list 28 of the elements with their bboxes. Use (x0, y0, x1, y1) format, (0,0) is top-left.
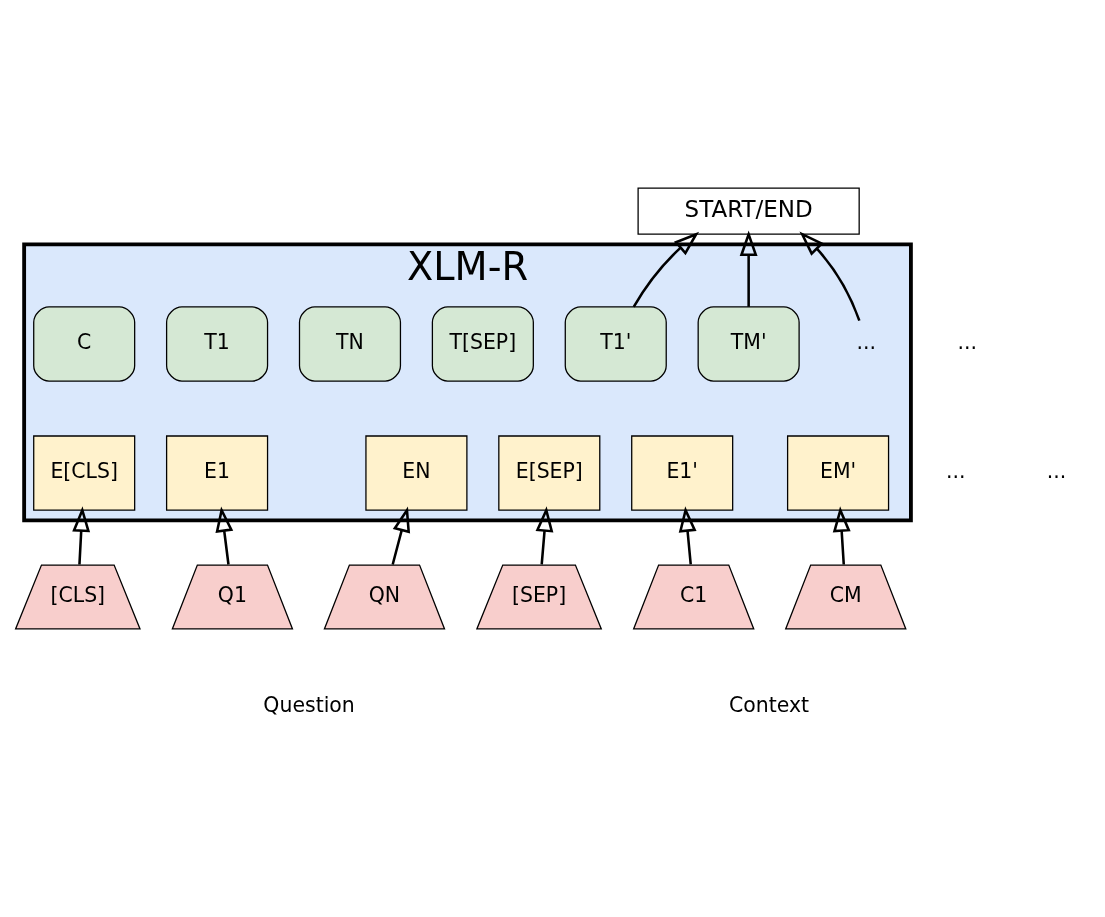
node-box: E1' (631, 434, 734, 511)
arrow (535, 505, 554, 565)
arrow (391, 505, 411, 565)
label: Question (263, 692, 355, 717)
node-box: START/END (637, 186, 860, 235)
node-box: T1' (564, 305, 667, 382)
node-box: EM' (786, 434, 890, 511)
node-box: E[CLS] (33, 434, 136, 511)
node-box: T[SEP] (431, 305, 534, 382)
label: ... (1046, 458, 1067, 483)
arrow (678, 505, 697, 565)
node-box: E[SEP] (498, 434, 601, 511)
node-box: C (33, 305, 136, 382)
arrow (832, 505, 851, 565)
label: ... (957, 329, 977, 354)
arrow (215, 505, 234, 565)
node-box: TM' (697, 305, 800, 382)
node-box: T1 (165, 305, 269, 382)
node-text: ... (856, 329, 876, 354)
node-box: EN (365, 434, 468, 511)
label: Context (729, 692, 810, 717)
node-box: TN (298, 305, 402, 382)
arrow (799, 230, 861, 321)
label: ... (945, 458, 966, 483)
arrow (72, 505, 91, 565)
arrow (632, 231, 700, 308)
node-box: E1 (165, 434, 269, 511)
arrow (739, 229, 758, 307)
